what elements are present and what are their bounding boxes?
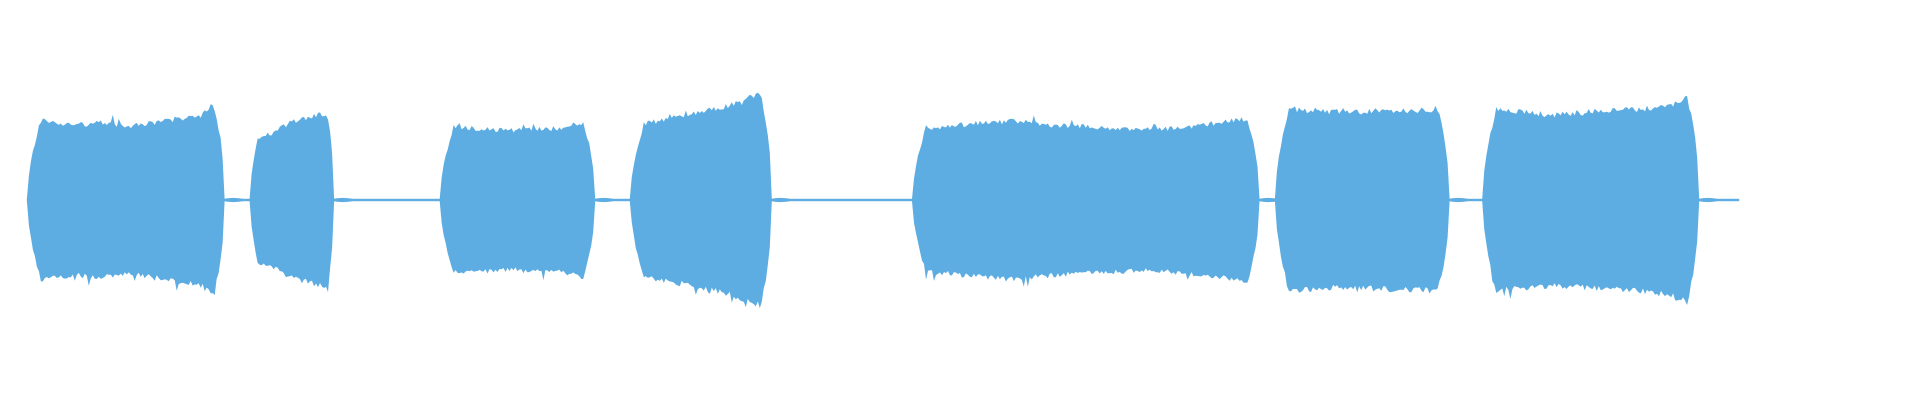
- waveform-segment-tail: [595, 197, 614, 203]
- waveform-segment: [629, 92, 772, 309]
- waveform-segment: [439, 122, 596, 281]
- waveform-silence-line: [26, 198, 1740, 202]
- waveform-segment-tail: [224, 197, 243, 203]
- waveform-segment: [1482, 96, 1700, 305]
- waveform-segment-tail: [1449, 197, 1468, 203]
- waveform-segment: [26, 104, 225, 295]
- waveform-segment-tail: [1259, 197, 1278, 203]
- waveform-segment-tail: [771, 197, 790, 203]
- waveform-segment: [1274, 105, 1450, 294]
- waveform-segment-tail: [1699, 197, 1718, 203]
- waveform-segment: [249, 112, 335, 293]
- waveform-segment-tail: [334, 197, 353, 203]
- waveform-segment: [912, 115, 1260, 287]
